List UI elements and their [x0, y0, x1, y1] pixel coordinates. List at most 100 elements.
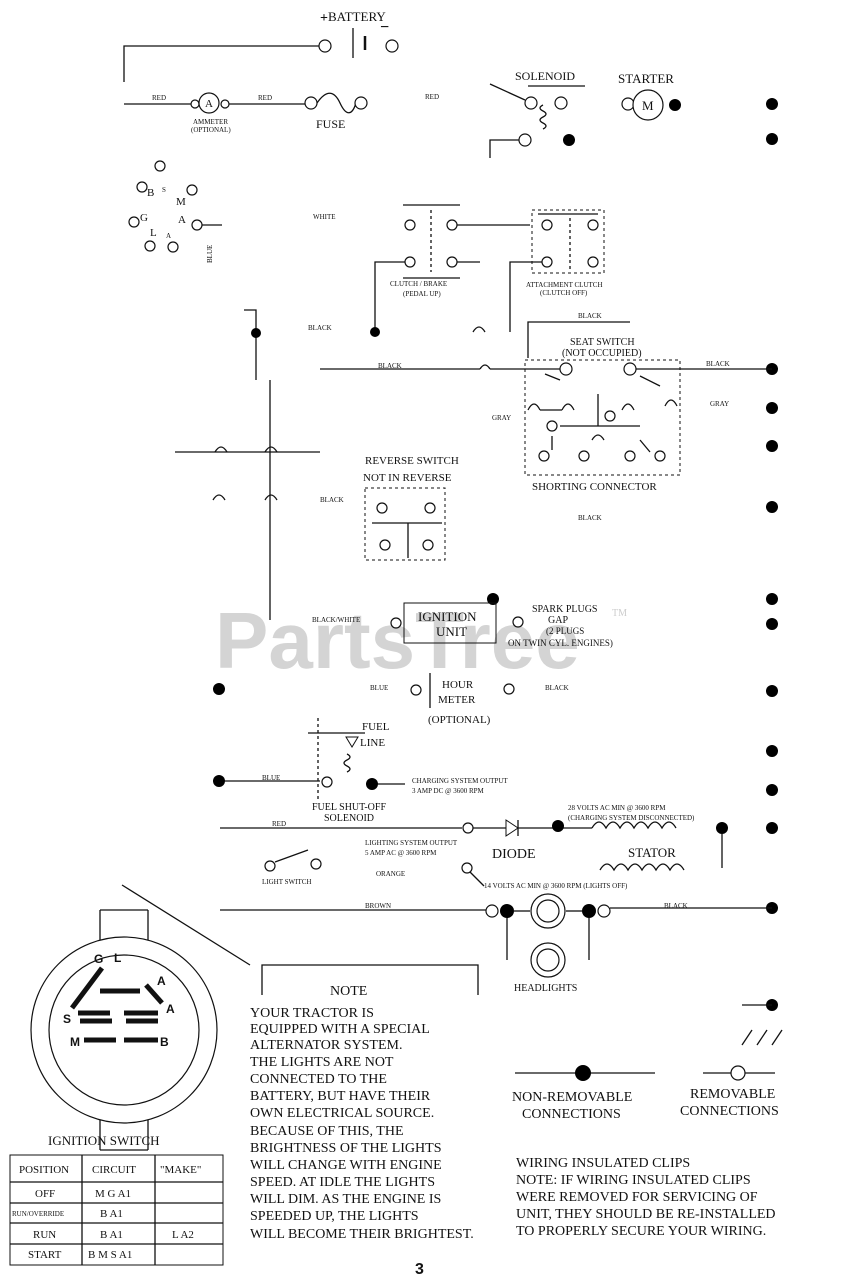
- svg-text:BLUE: BLUE: [370, 684, 388, 692]
- svg-text:HOUR: HOUR: [442, 679, 474, 691]
- svg-text:BLUE: BLUE: [206, 245, 214, 263]
- solenoid-label: SOLENOID: [515, 69, 575, 83]
- table-row-circuit: M G A1: [95, 1188, 131, 1200]
- svg-text:UNIT: UNIT: [436, 624, 467, 639]
- svg-text:WIRING INSULATED CLIPS: WIRING INSULATED CLIPS: [516, 1156, 690, 1171]
- legend-removable: REMOVABLE: [690, 1087, 775, 1102]
- fuse: FUSE RED: [304, 92, 439, 131]
- svg-text:METER: METER: [438, 694, 476, 706]
- stator-label: STATOR: [628, 845, 676, 860]
- table-header-position: POSITION: [19, 1164, 69, 1176]
- svg-text:LINE: LINE: [360, 737, 385, 749]
- clips-note: WIRING INSULATED CLIPS NOTE: IF WIRING I…: [516, 1156, 776, 1239]
- svg-text:CONNECTIONS: CONNECTIONS: [680, 1104, 779, 1119]
- solenoid: SOLENOID: [489, 69, 585, 158]
- svg-text:M: M: [642, 98, 654, 113]
- light-switch: LIGHT SWITCH ORANGE: [262, 849, 405, 886]
- svg-text:(PEDAL UP): (PEDAL UP): [403, 290, 441, 298]
- table-row-position: RUN: [33, 1229, 56, 1241]
- svg-text:BLACK: BLACK: [706, 360, 730, 368]
- svg-text:3 AMP DC @ 3600 RPM: 3 AMP DC @ 3600 RPM: [412, 787, 485, 795]
- svg-text:28 VOLTS AC MIN @ 3600 RPM: 28 VOLTS AC MIN @ 3600 RPM: [568, 804, 666, 812]
- ground-bus: BLACK: [175, 380, 344, 620]
- svg-text:5 AMP AC @ 3600 RPM: 5 AMP AC @ 3600 RPM: [365, 849, 437, 857]
- svg-text:SPEEDED UP, THE LIGHTS: SPEEDED UP, THE LIGHTS: [250, 1209, 419, 1224]
- starter: STARTER M: [618, 71, 681, 121]
- ignition-unit: BLACK/WHITE IGNITION UNIT SPARK PLUGS GA…: [312, 593, 613, 648]
- svg-text:G: G: [94, 952, 103, 966]
- svg-text:FUEL: FUEL: [362, 721, 390, 733]
- svg-text:BLACK: BLACK: [378, 362, 402, 370]
- svg-text:IGNITION: IGNITION: [418, 609, 477, 624]
- svg-text:BECAUSE OF THIS, THE: BECAUSE OF THIS, THE: [250, 1124, 404, 1139]
- svg-text:WHITE: WHITE: [313, 213, 336, 221]
- svg-text:A: A: [166, 1002, 175, 1016]
- svg-text:OWN ELECTRICAL SOURCE.: OWN ELECTRICAL SOURCE.: [250, 1106, 434, 1121]
- svg-text:CLUTCH / BRAKE: CLUTCH / BRAKE: [390, 280, 447, 288]
- svg-text:HEADLIGHTS: HEADLIGHTS: [514, 983, 577, 994]
- svg-text:BLACK: BLACK: [578, 514, 602, 522]
- svg-text:BRIGHTNESS OF THE LIGHTS: BRIGHTNESS OF THE LIGHTS: [250, 1141, 441, 1156]
- fuse-label: FUSE: [316, 117, 345, 131]
- svg-text:A: A: [157, 974, 166, 988]
- legend-non-removable: NON-REMOVABLE: [512, 1090, 632, 1105]
- svg-text:NOT IN REVERSE: NOT IN REVERSE: [363, 472, 452, 484]
- seat-switch: SEAT SWITCH (NOT OCCUPIED) BLACK GRAY GR…: [492, 337, 772, 522]
- headlights: BROWN BLACK HEADLIGHTS: [220, 893, 772, 994]
- svg-text:WERE REMOVED FOR SERVICING OF: WERE REMOVED FOR SERVICING OF: [516, 1190, 758, 1205]
- svg-text:(2 PLUGS: (2 PLUGS: [546, 626, 584, 636]
- right-connection-dots: [766, 98, 778, 1011]
- table-row-circuit: B A1: [100, 1208, 123, 1220]
- note-title: NOTE: [330, 984, 367, 999]
- svg-text:RED: RED: [272, 820, 286, 828]
- svg-text:GAP: GAP: [548, 615, 568, 626]
- svg-text:REVERSE SWITCH: REVERSE SWITCH: [365, 455, 459, 467]
- svg-text:BATTERY, BUT HAVE THEIR: BATTERY, BUT HAVE THEIR: [250, 1089, 431, 1104]
- table-row-position: START: [28, 1249, 62, 1261]
- svg-text:(CLUTCH OFF): (CLUTCH OFF): [540, 289, 588, 297]
- fuel-shutoff-solenoid: FUEL LINE BLUE FUEL SHUT-OFF SOLENOID CH…: [213, 718, 508, 824]
- svg-text:BLACK: BLACK: [320, 496, 344, 504]
- svg-text:TO PROPERLY SECURE YOUR WIRING: TO PROPERLY SECURE YOUR WIRING.: [516, 1224, 766, 1239]
- svg-text:GRAY: GRAY: [492, 414, 511, 422]
- charging-circuit: RED DIODE 28 VOLTS AC MIN @ 3600 RPM (CH…: [220, 804, 728, 890]
- reverse-switch: REVERSE SWITCH NOT IN REVERSE: [363, 455, 459, 561]
- svg-text:WILL DIM. AS THE ENGINE IS: WILL DIM. AS THE ENGINE IS: [250, 1192, 441, 1207]
- svg-text:SEAT SWITCH: SEAT SWITCH: [570, 337, 635, 348]
- connection-legend: NON-REMOVABLE CONNECTIONS REMOVABLE CONN…: [512, 1004, 783, 1122]
- svg-text:BLACK: BLACK: [308, 324, 332, 332]
- svg-text:14 VOLTS AC MIN @ 3600 RPM (LI: 14 VOLTS AC MIN @ 3600 RPM (LIGHTS OFF): [484, 882, 628, 890]
- svg-text:GRAY: GRAY: [710, 400, 729, 408]
- svg-text:M: M: [70, 1035, 80, 1049]
- page-number: 3: [415, 1261, 424, 1278]
- svg-text:(NOT OCCUPIED): (NOT OCCUPIED): [562, 348, 642, 359]
- battery-label: BATTERY: [328, 9, 386, 24]
- svg-text:A: A: [166, 232, 171, 240]
- svg-text:(CHARGING SYSTEM DISCONNECTED): (CHARGING SYSTEM DISCONNECTED): [568, 814, 695, 822]
- svg-text:SPEED. AT IDLE THE LIGHTS: SPEED. AT IDLE THE LIGHTS: [250, 1175, 435, 1190]
- svg-text:SPARK PLUGS: SPARK PLUGS: [532, 604, 598, 615]
- svg-text:FUEL SHUT-OFF: FUEL SHUT-OFF: [312, 802, 386, 813]
- svg-text:A: A: [205, 98, 213, 110]
- svg-text:ON TWIN CYL. ENGINES): ON TWIN CYL. ENGINES): [508, 638, 613, 648]
- svg-text:WILL BECOME THEIR BRIGHTEST.: WILL BECOME THEIR BRIGHTEST.: [250, 1227, 474, 1242]
- svg-text:BLACK/WHITE: BLACK/WHITE: [312, 616, 360, 624]
- svg-text:A: A: [178, 214, 186, 226]
- watermark: PartsTree: [215, 596, 580, 685]
- svg-text:BLACK: BLACK: [664, 902, 688, 910]
- svg-text:G: G: [140, 212, 148, 224]
- ignition-switch-diagram: G L A A S M B: [30, 884, 479, 1151]
- svg-text:EQUIPPED WITH A SPECIAL: EQUIPPED WITH A SPECIAL: [250, 1022, 430, 1037]
- svg-text:S: S: [162, 186, 166, 194]
- svg-text:B: B: [147, 187, 154, 199]
- ignition-connector-small: B S M G A L A BLUE: [128, 160, 222, 263]
- table-row-position: OFF: [35, 1188, 55, 1200]
- svg-text:YOUR TRACTOR IS: YOUR TRACTOR IS: [250, 1006, 374, 1021]
- svg-text:RED: RED: [258, 94, 272, 102]
- svg-text:CONNECTIONS: CONNECTIONS: [522, 1107, 621, 1122]
- svg-text:−: −: [380, 19, 389, 36]
- svg-text:BLACK: BLACK: [578, 312, 602, 320]
- svg-text:LIGHTING SYSTEM OUTPUT: LIGHTING SYSTEM OUTPUT: [365, 839, 458, 847]
- table-row-make: L A2: [172, 1229, 194, 1241]
